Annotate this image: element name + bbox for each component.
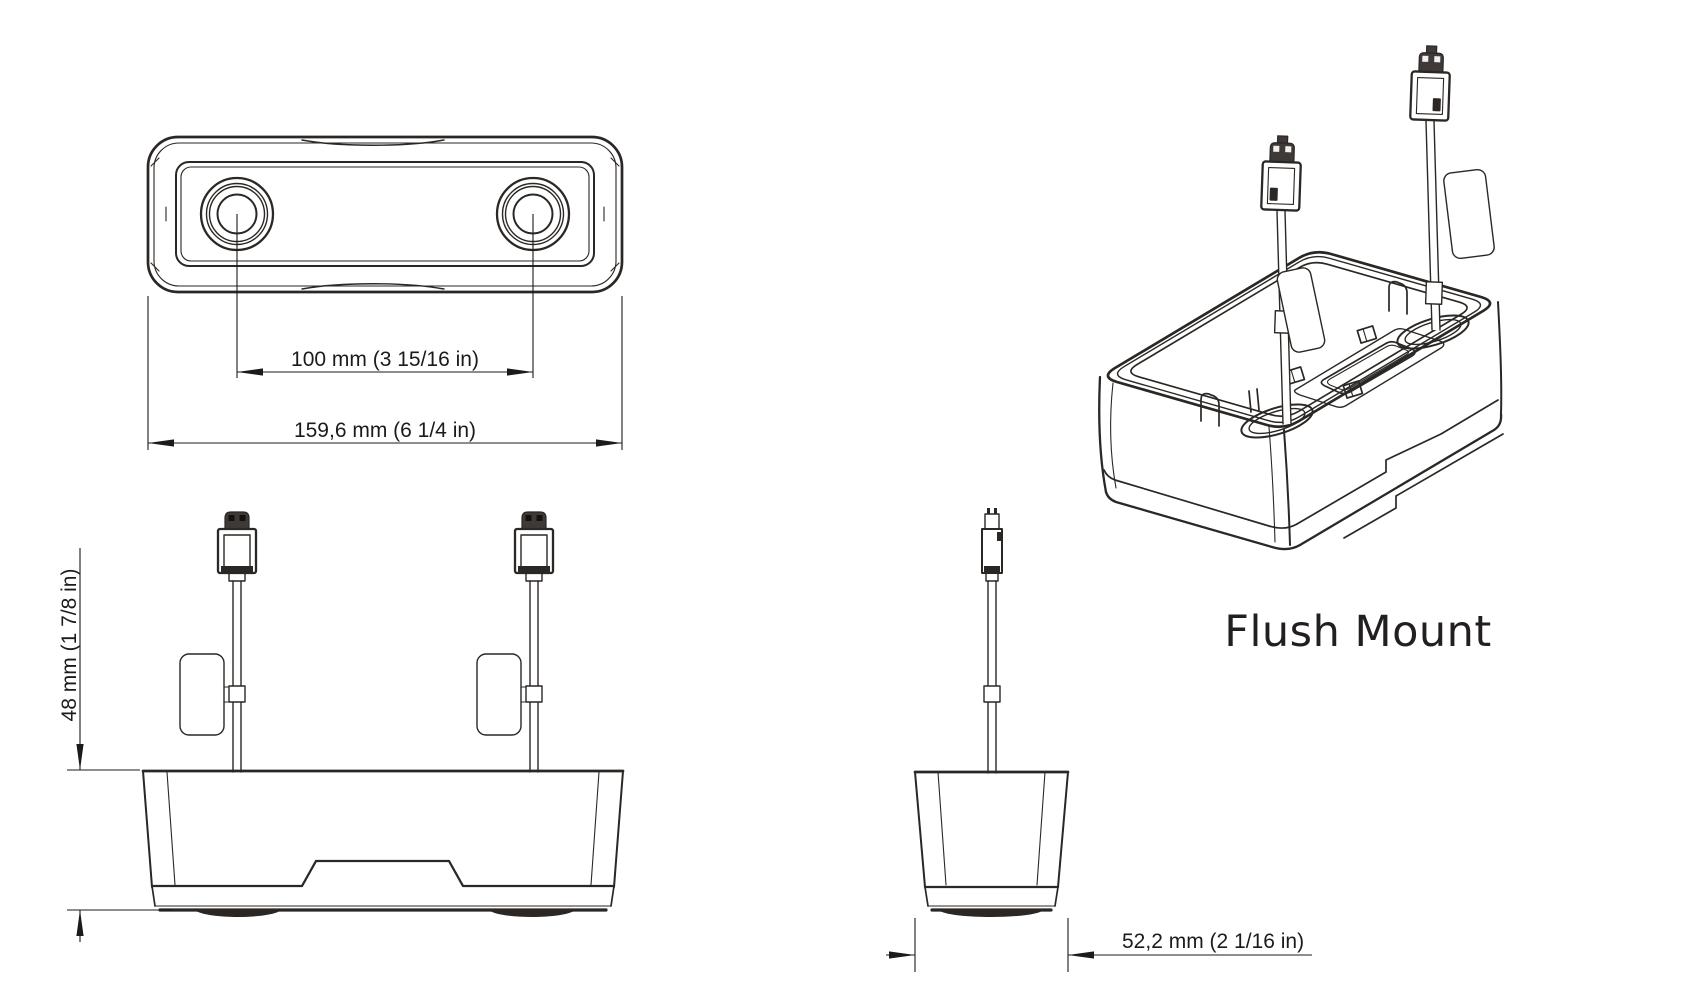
usb-connector-side-icon [981,508,1003,774]
box-bottom-edge [1104,412,1503,551]
cable-left [232,580,242,773]
extension-lines [67,769,172,911]
box-rim-outer [1106,250,1492,429]
dimension-height: 48 mm (1 7/8 in) [58,548,172,942]
connector-neck [228,572,246,582]
camera-outer-outline [146,135,624,294]
arrowhead-left-icon [148,439,174,447]
arrowhead-down-icon [76,744,84,770]
floor-platform [1293,328,1445,408]
dimension-baseline: 100 mm (3 15/16 in) [237,348,533,376]
arrowhead-up-icon [76,910,84,936]
usb-connector-left-icon [216,511,258,773]
connector-neck [525,572,543,582]
left-wall-notch [1200,392,1220,427]
mount-body-front [141,769,625,917]
front-face-step-lower [1343,433,1504,539]
flush-mount-label: Flush Mount [1224,607,1492,657]
box-body [1098,301,1504,551]
iso-view [1098,45,1504,551]
center-cutout [1320,340,1416,395]
extension-lines [914,918,1069,972]
top-edge-curve [301,139,445,146]
left-face-contour [1110,382,1117,489]
lens-centerlines [236,214,534,378]
back-wall-notch [1388,280,1408,315]
mount-foot-left [196,911,280,917]
lens-well-left [1240,403,1314,439]
mount-foot [940,911,1042,917]
cable-tag-right [476,653,522,736]
mount-step-notch [150,859,616,888]
usb-connector-right-icon [513,511,555,773]
arrowhead-left-icon [1068,951,1094,959]
top-view [146,135,624,378]
arrowhead-right-icon [596,439,622,447]
tag-link-right [520,686,527,703]
bottom-edge-curve [301,283,445,290]
cable-tag-right [1443,168,1495,260]
edge-ticks [165,206,605,222]
dimension-width: 159,6 mm (6 1/4 in) [147,296,623,450]
clip-icon [1342,380,1364,399]
center-cutout-inner [1326,344,1410,391]
box-interior [1200,280,1470,439]
cable-sleeve-right [525,685,543,703]
extension-lines [147,296,623,450]
bottom-band-line [1103,469,1298,529]
arrowhead-right-icon [507,368,533,376]
cable-sleeve-side [983,685,1001,703]
clip-icon [1356,325,1378,344]
dimension-baseline-label: 100 mm (3 15/16 in) [291,348,479,371]
cable-side [987,580,997,774]
side-view [913,508,1070,917]
corner-chamfer-marks [150,157,620,272]
usb-connector-iso-right-icon [1409,45,1451,122]
arrowhead-right-icon [889,951,915,959]
mount-body-side [913,770,1070,917]
cable-sleeve-right [1424,281,1444,305]
dimension-height-label: 48 mm (1 7/8 in) [58,569,81,722]
floor-ribs [1248,388,1260,413]
cable-tag-left [1276,267,1326,353]
cable-tag-left [179,653,225,736]
dimension-width-label: 159,6 mm (6 1/4 in) [294,419,476,442]
usb-connector-iso-left-icon [1260,135,1302,212]
camera-faceplate-inner [180,166,590,262]
mount-foot-right [490,911,574,917]
camera-faceplate-outline [175,161,595,267]
dimension-depth-label: 52,2 mm (2 1/16 in) [1122,930,1304,953]
arrowhead-left-icon [237,368,263,376]
dimension-depth: 52,2 mm (2 1/16 in) [886,918,1312,972]
tag-link-left [223,686,230,703]
cable-sleeve-left [228,685,246,703]
front-face-step-upper [1296,399,1499,525]
cable-right [529,580,539,773]
connector-neck [985,572,999,582]
front-corner-contour [1268,426,1276,543]
front-view [141,511,625,917]
camera-bevel-outline [153,142,617,287]
connector-tip [984,513,1000,530]
